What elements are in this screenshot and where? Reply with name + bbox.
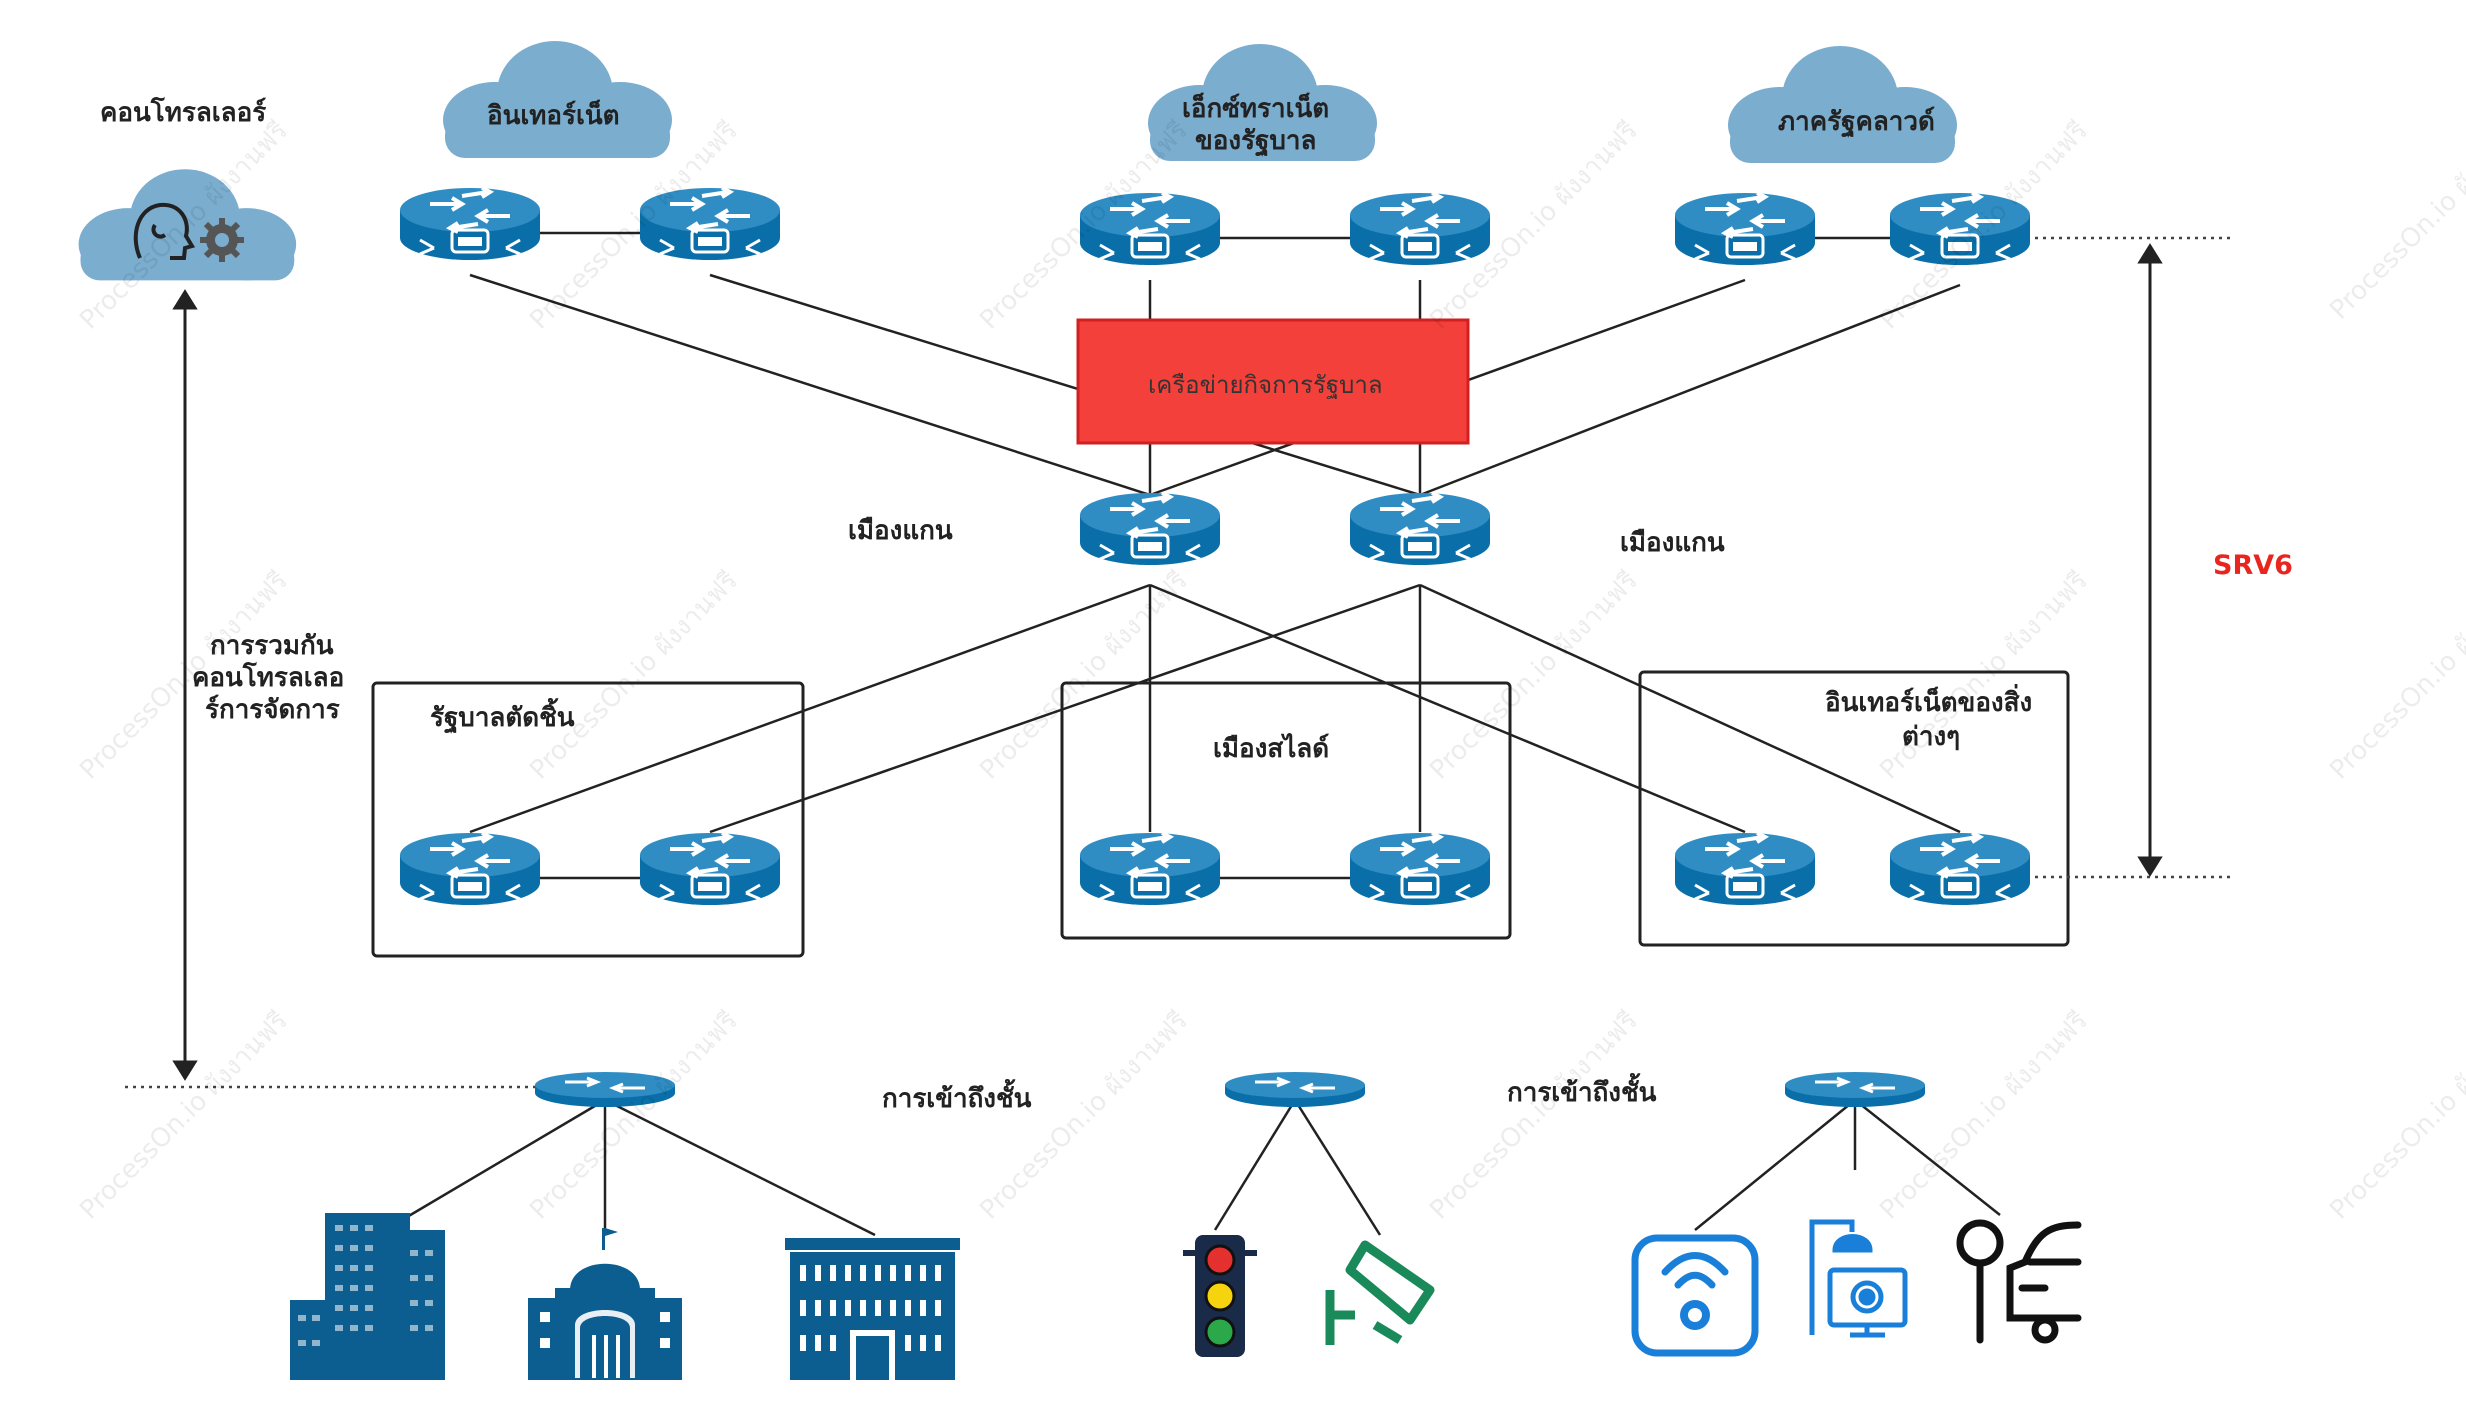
city-slice-label: เมืองสไลด์ <box>1213 734 1330 764</box>
office-buildings-icon <box>290 1213 445 1380</box>
router-govcloud-1 <box>1673 191 1817 267</box>
gov-cloud-label: ภาครัฐคลาวด์ <box>1778 107 1935 137</box>
srv6-span-arrow <box>2137 243 2163 877</box>
controller-arrow <box>172 289 198 1081</box>
government-building-icon <box>528 1228 682 1380</box>
level-dotted-lines <box>125 236 2230 1089</box>
srv6-label: SRV6 <box>2213 550 2293 581</box>
wireless-sensor-icon <box>1631 1234 1759 1357</box>
head-icon <box>133 202 196 260</box>
router-gov-slice-2 <box>638 831 782 907</box>
access-router-middle <box>1223 1070 1367 1109</box>
smart-streetlight-icon <box>1809 1219 1908 1338</box>
router-metro-left <box>1078 491 1222 567</box>
router-city-slice-2 <box>1348 831 1492 907</box>
router-city-slice-1 <box>1078 831 1222 907</box>
router-iot-1 <box>1673 831 1817 907</box>
traffic-light-icon <box>1183 1235 1257 1357</box>
extranet-cloud-label-line2: ของรัฐบาล <box>1195 126 1317 156</box>
internet-cloud-label: อินเทอร์เน็ต <box>487 101 620 131</box>
gov-business-network-label: เครือข่ายกิจการรัฐบาล <box>1148 371 1383 399</box>
convergence-label-line3: ร์การจัดการ <box>205 695 340 725</box>
metro-left-label: เมืองแกน <box>848 516 953 546</box>
gear-icon <box>200 218 244 262</box>
iot-slice-box <box>1638 670 2070 947</box>
router-gov-slice-1 <box>398 831 542 907</box>
router-metro-right <box>1348 491 1492 567</box>
large-building-icon <box>785 1238 960 1380</box>
security-camera-icon <box>1325 1240 1435 1345</box>
router-iot-2 <box>1888 831 2032 907</box>
city-slice-box <box>1060 681 1512 940</box>
access-router-right <box>1783 1070 1927 1109</box>
access-lines <box>384 1098 2001 1237</box>
router-internet-1 <box>398 186 542 262</box>
gov-slice-box <box>371 681 805 958</box>
gov-slice-label: รัฐบาลตัดชิ้น <box>430 703 575 733</box>
iot-slice-label-line1: อินเทอร์เน็ตของสิ่ง <box>1825 688 2033 718</box>
gov-business-network-box <box>1076 318 1470 445</box>
access-layer-label-right: การเข้าถึงชั้น <box>1507 1078 1657 1108</box>
parking-car-icon <box>1956 1219 2082 1344</box>
iot-slice-label-line2: ต่างๆ <box>1902 722 1961 752</box>
controller-label: คอนโทรลเลอร์ <box>100 98 267 128</box>
router-extranet-2 <box>1348 191 1492 267</box>
extranet-cloud-label-line1: เอ็กซ์ทราเน็ต <box>1182 94 1330 124</box>
convergence-label-line1: การรวมกัน <box>210 631 334 661</box>
metro-right-label: เมืองแกน <box>1620 528 1725 558</box>
convergence-label-line2: คอนโทรลเลอ <box>192 663 345 693</box>
access-layer-label-left: การเข้าถึงชั้น <box>882 1084 1032 1114</box>
